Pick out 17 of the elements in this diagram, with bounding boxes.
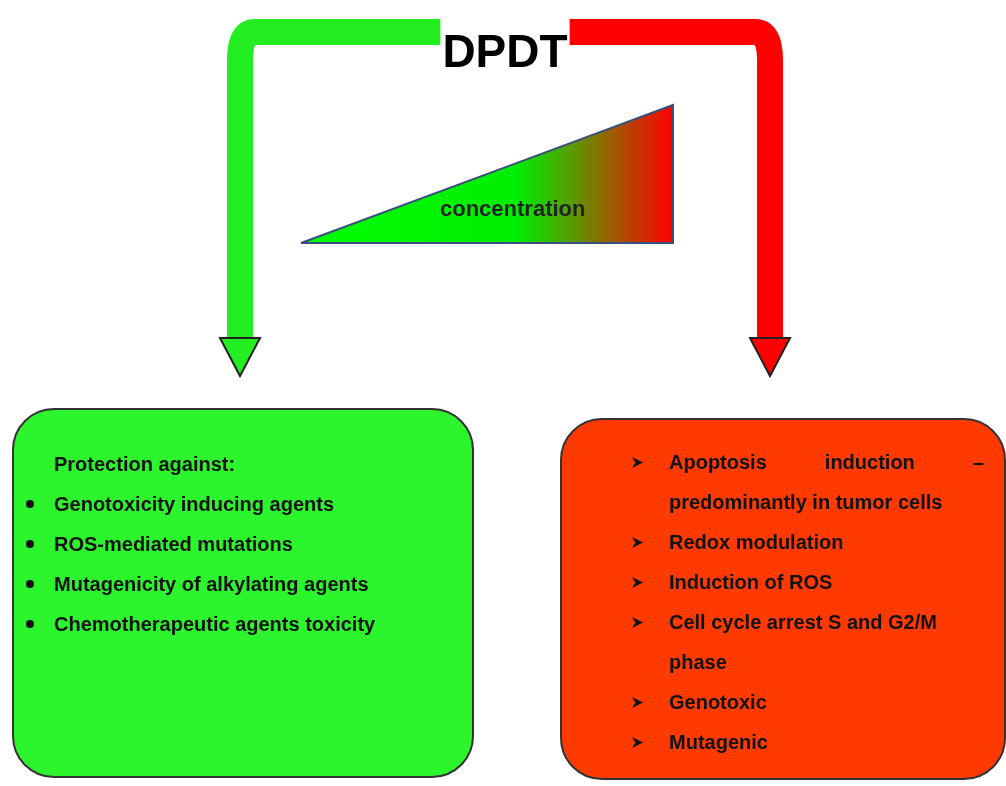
bent-arrow: [219, 19, 441, 377]
title-text: DPDT: [442, 25, 568, 77]
list-item-text: Genotoxicity inducing agents: [54, 492, 335, 517]
list-item-text: Mutagenic: [669, 730, 768, 755]
list-heading: Protection against:: [54, 452, 236, 477]
list-item-text: Genotoxic: [669, 690, 767, 715]
list-item-text: ROS-mediated mutations: [54, 532, 293, 557]
list-item-text: Cell cycle arrest S and G2/M phase: [669, 610, 938, 675]
list-item-text: Induction of ROS: [669, 570, 833, 595]
bent-arrow: [569, 19, 791, 377]
list-item-text: Mutagenicity of alkylating agents: [54, 572, 369, 597]
triangle-label: concentration: [440, 196, 586, 222]
list-item-text: Redox modulation: [669, 530, 844, 555]
rounded-box: [12, 408, 474, 778]
list-item-text: Chemotherapeutic agents toxicity: [54, 612, 376, 637]
rounded-box: [560, 418, 1006, 780]
list-item-text: Apoptosis induction – predominantly in tumor cells: [669, 450, 984, 515]
